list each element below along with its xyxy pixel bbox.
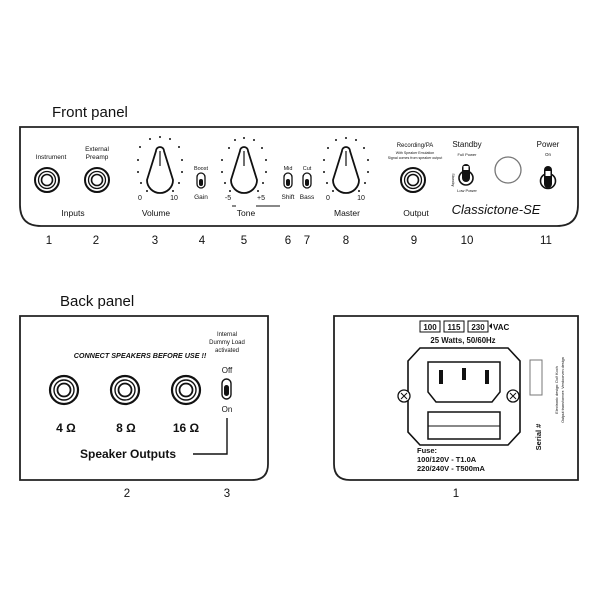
mid-shift-switch[interactable] [283,172,293,189]
recording-output-jack[interactable] [400,167,426,193]
mid-label: Mid [284,166,293,172]
volt-115: 115 [448,323,461,332]
back-number-1: 1 [453,488,459,500]
front-number-2: 2 [93,235,99,247]
volt-100: 100 [423,323,437,332]
jack-8-label: 8 Ω [116,421,136,435]
full-power-label: Full Power [458,152,478,157]
standby-toggle-switch[interactable] [458,164,474,186]
volume-max-label: 10 [170,195,178,202]
volume-min-label: 0 [138,195,142,202]
tone-knob[interactable] [221,137,267,194]
switch-off-label: Off [222,366,233,375]
instrument-label: Instrument [36,154,67,161]
vac-tilde [489,323,492,329]
master-label: Master [334,208,360,218]
bass-label: Bass [300,194,315,201]
standby-side-label: Standby [451,173,455,186]
instrument-jack[interactable] [34,167,60,193]
back-panel-title: Back panel [60,293,135,310]
recording-label: Recording/PA [397,143,434,149]
volt-230: 230 [471,323,485,332]
power-on-label: On [545,152,552,157]
front-number-4: 4 [199,235,206,247]
cut-label: Cut [303,166,312,172]
dummy-load-connector-line [193,418,228,455]
jack-4-label: 4 Ω [56,421,76,435]
recording-sub1: With Speaker Emulation [396,151,435,155]
front-number-9: 9 [411,235,417,247]
voltage-boxes [419,320,489,333]
bass-cut-switch[interactable] [302,172,312,189]
power-toggle-switch[interactable] [539,166,557,190]
low-power-label: Low Power [457,188,477,193]
tone-label: Tone [237,208,256,218]
front-panel-outline [19,126,579,227]
standby-label: Standby [452,140,481,149]
master-min-label: 0 [326,195,330,202]
jack-16-label: 16 Ω [173,421,200,435]
speaker-jack-4[interactable] [48,374,80,406]
design-credit-1: Electronic design: Dolf Koch [555,366,559,414]
front-number-8: 8 [343,235,349,247]
tone-max-label: +5 [257,195,265,202]
external-preamp-jack[interactable] [84,167,110,193]
volume-label: Volume [142,208,171,218]
front-number-3: 3 [152,235,158,247]
dummy-load-switch[interactable] [221,378,232,400]
external-label-line1: External [85,146,109,153]
design-credit-2: Output transformer: Verdoorven design [561,357,565,423]
watts-label: 25 Watts, 50/60Hz [430,336,495,345]
back-number-3: 3 [224,488,230,500]
back-panel-left-outline [19,315,269,481]
fuse-line2: 220/240V - T500mA [417,464,486,473]
front-number-1: 1 [46,235,52,247]
power-label: Power [537,140,560,149]
back-number-2: 2 [124,488,130,500]
recording-sub2: Signal comes from speaker output [388,156,443,160]
front-number-7: 7 [304,235,310,247]
dummy-load-line3: activated [215,348,239,354]
front-number-6: 6 [285,235,291,247]
output-label: Output [403,208,429,218]
serial-box [529,359,543,396]
speaker-jack-8[interactable] [109,374,141,406]
serial-label: Serial # [534,423,543,451]
volume-knob[interactable] [137,136,183,194]
back-panel-right-outline [333,315,579,481]
master-max-label: 10 [357,195,365,202]
speaker-outputs-label: Speaker Outputs [80,447,176,461]
front-number-10: 10 [461,235,474,247]
dummy-load-line2: Dummy Load [209,340,245,346]
gain-boost-switch[interactable] [196,172,206,189]
brand-logo: Classictone-SE [452,202,541,217]
switch-on-label: On [222,405,233,414]
fuse-line1: 100/120V - T1.0A [417,455,477,464]
shift-label: Shift [281,194,294,201]
master-knob[interactable] [323,137,369,194]
vac-label: VAC [493,323,510,332]
speaker-jack-16[interactable] [170,374,202,406]
pilot-lamp [494,156,522,184]
inputs-label: Inputs [61,208,84,218]
speaker-warning: CONNECT SPEAKERS BEFORE USE !! [74,351,207,360]
tone-min-label: -5 [225,195,231,202]
gain-label: Gain [194,194,208,201]
fuse-label: Fuse: [417,446,437,455]
fuse-drawer[interactable] [427,411,501,440]
external-label-line2: Preamp [86,154,109,161]
dummy-load-line1: Internal [217,332,237,338]
boost-label: Boost [194,166,209,172]
front-panel-title: Front panel [52,104,128,121]
front-number-11: 11 [540,235,552,247]
front-number-5: 5 [241,235,247,247]
